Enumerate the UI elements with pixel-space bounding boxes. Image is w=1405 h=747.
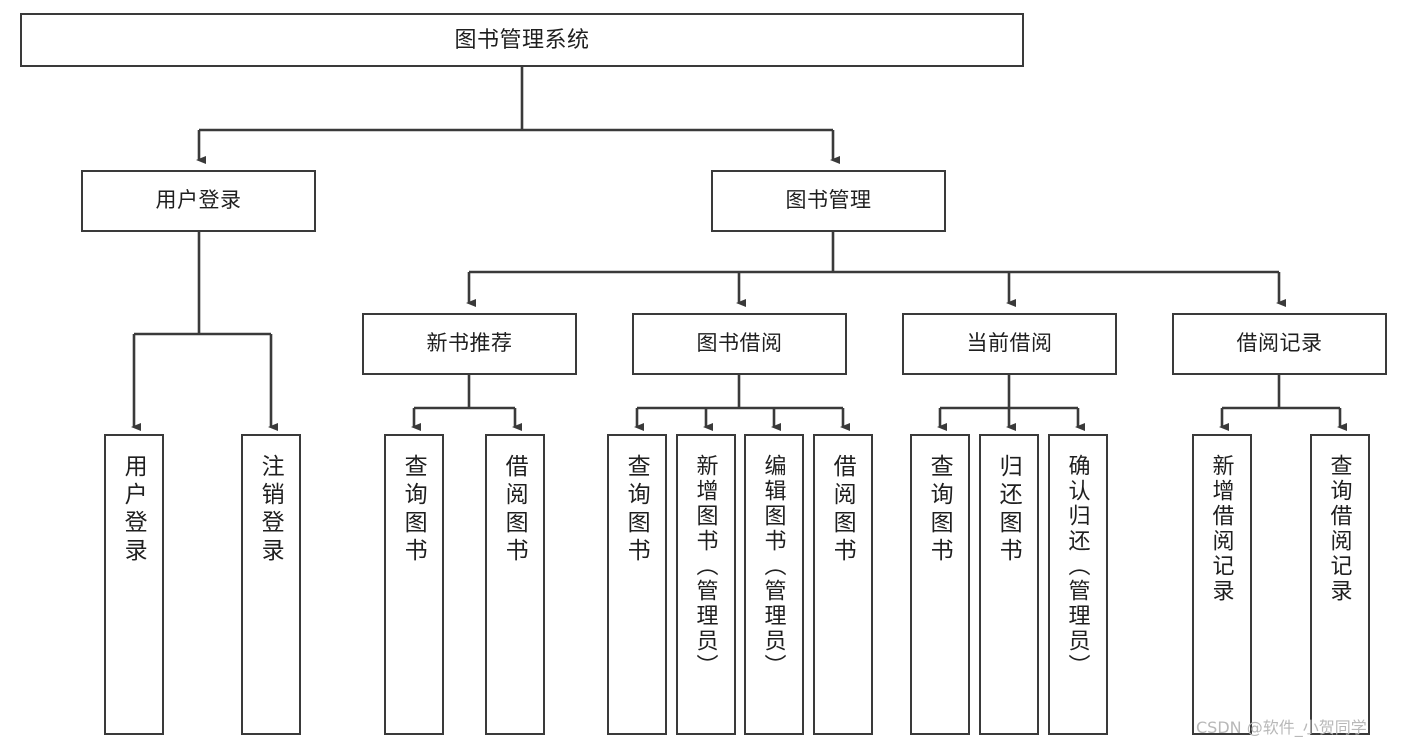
leaf-user-login-signin[interactable]: 用户登录 (104, 434, 164, 735)
leaf-record-add-borrow-record[interactable]: 新增借阅记录 (1192, 434, 1252, 735)
node-root-system[interactable]: 图书管理系统 (20, 13, 1024, 67)
node-label: 归还图书 (996, 454, 1023, 566)
node-label: 新书推荐 (426, 331, 513, 355)
leaf-record-query-borrow-record[interactable]: 查询借阅记录 (1310, 434, 1370, 735)
leaf-recommend-query-book[interactable]: 查询图书 (384, 434, 444, 735)
node-label: 用户登录 (155, 188, 242, 212)
node-label: 新增图书（管理员） (693, 454, 719, 679)
leaf-user-login-signout[interactable]: 注销登录 (241, 434, 301, 735)
node-label: 图书借阅 (696, 331, 783, 355)
leaf-current-confirm-return-admin[interactable]: 确认归还（管理员） (1048, 434, 1108, 735)
node-current-borrow[interactable]: 当前借阅 (902, 313, 1117, 375)
node-label: 新增借阅记录 (1209, 454, 1235, 604)
node-label: 当前借阅 (966, 331, 1053, 355)
leaf-borrow-add-book-admin[interactable]: 新增图书（管理员） (676, 434, 736, 735)
node-label: 确认归还（管理员） (1065, 454, 1091, 679)
node-label: 编辑图书（管理员） (761, 454, 787, 679)
node-label: 借阅图书 (502, 454, 529, 566)
node-label: 图书管理系统 (454, 27, 590, 53)
leaf-current-query-book[interactable]: 查询图书 (910, 434, 970, 735)
csdn-watermark: CSDN @软件_小贺同学 (1196, 718, 1367, 737)
node-label: 查询图书 (927, 454, 954, 566)
node-new-book-recommend[interactable]: 新书推荐 (362, 313, 577, 375)
node-borrow-record[interactable]: 借阅记录 (1172, 313, 1387, 375)
node-label: 注销登录 (258, 454, 285, 566)
node-user-login[interactable]: 用户登录 (81, 170, 316, 232)
node-label: 图书管理 (785, 188, 872, 212)
leaf-borrow-query-book[interactable]: 查询图书 (607, 434, 667, 735)
node-book-management[interactable]: 图书管理 (711, 170, 946, 232)
node-label: 查询图书 (401, 454, 428, 566)
node-label: 查询图书 (624, 454, 651, 566)
leaf-borrow-edit-book-admin[interactable]: 编辑图书（管理员） (744, 434, 804, 735)
leaf-current-return-book[interactable]: 归还图书 (979, 434, 1039, 735)
leaf-recommend-borrow-book[interactable]: 借阅图书 (485, 434, 545, 735)
node-label: 借阅图书 (830, 454, 857, 566)
node-label: 查询借阅记录 (1327, 454, 1353, 604)
node-book-borrow[interactable]: 图书借阅 (632, 313, 847, 375)
leaf-borrow-borrow-book[interactable]: 借阅图书 (813, 434, 873, 735)
node-label: 用户登录 (121, 454, 148, 566)
node-label: 借阅记录 (1236, 331, 1323, 355)
